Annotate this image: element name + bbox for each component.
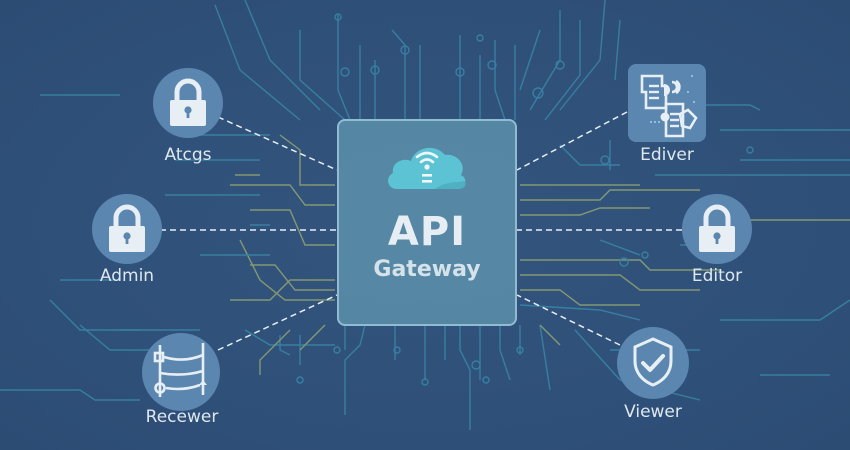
lock-icon bbox=[699, 204, 735, 252]
node-label: Ediver bbox=[640, 145, 694, 165]
hub-subtitle: Gateway bbox=[373, 257, 481, 282]
node-recewer[interactable]: Recewer bbox=[142, 333, 222, 443]
lock-icon bbox=[170, 78, 206, 126]
node-label: Admin bbox=[99, 266, 155, 286]
connection-ediver bbox=[516, 111, 628, 171]
node-label: Editor bbox=[691, 266, 743, 286]
connection-viewer bbox=[516, 294, 621, 346]
node-circle bbox=[682, 194, 752, 264]
node-circle bbox=[142, 333, 220, 411]
node-ediver[interactable]: Ediver bbox=[628, 64, 708, 174]
node-label: Atcgs bbox=[164, 145, 212, 165]
node-atcgs[interactable]: Atcgs bbox=[153, 68, 223, 178]
node-admin[interactable]: Admin bbox=[92, 194, 162, 304]
documents-icon bbox=[640, 74, 698, 138]
node-circle bbox=[92, 194, 162, 264]
node-circle bbox=[153, 68, 223, 138]
connection-atcgs bbox=[217, 116, 338, 171]
ladder-rack-icon bbox=[153, 343, 207, 397]
node-label: Recewer bbox=[145, 407, 219, 427]
shield-check-icon bbox=[633, 337, 673, 387]
node-editor[interactable]: Editor bbox=[682, 194, 752, 304]
node-circle bbox=[617, 327, 689, 399]
connection-recewer bbox=[217, 294, 338, 351]
node-viewer[interactable]: Viewer bbox=[617, 327, 691, 437]
node-label: Viewer bbox=[624, 402, 682, 422]
api-gateway-hub[interactable]: API Gateway bbox=[337, 119, 517, 326]
node-square bbox=[628, 64, 706, 142]
cloud-wifi-icon bbox=[388, 147, 466, 189]
hub-title: API bbox=[387, 209, 467, 255]
lock-icon bbox=[109, 204, 145, 252]
